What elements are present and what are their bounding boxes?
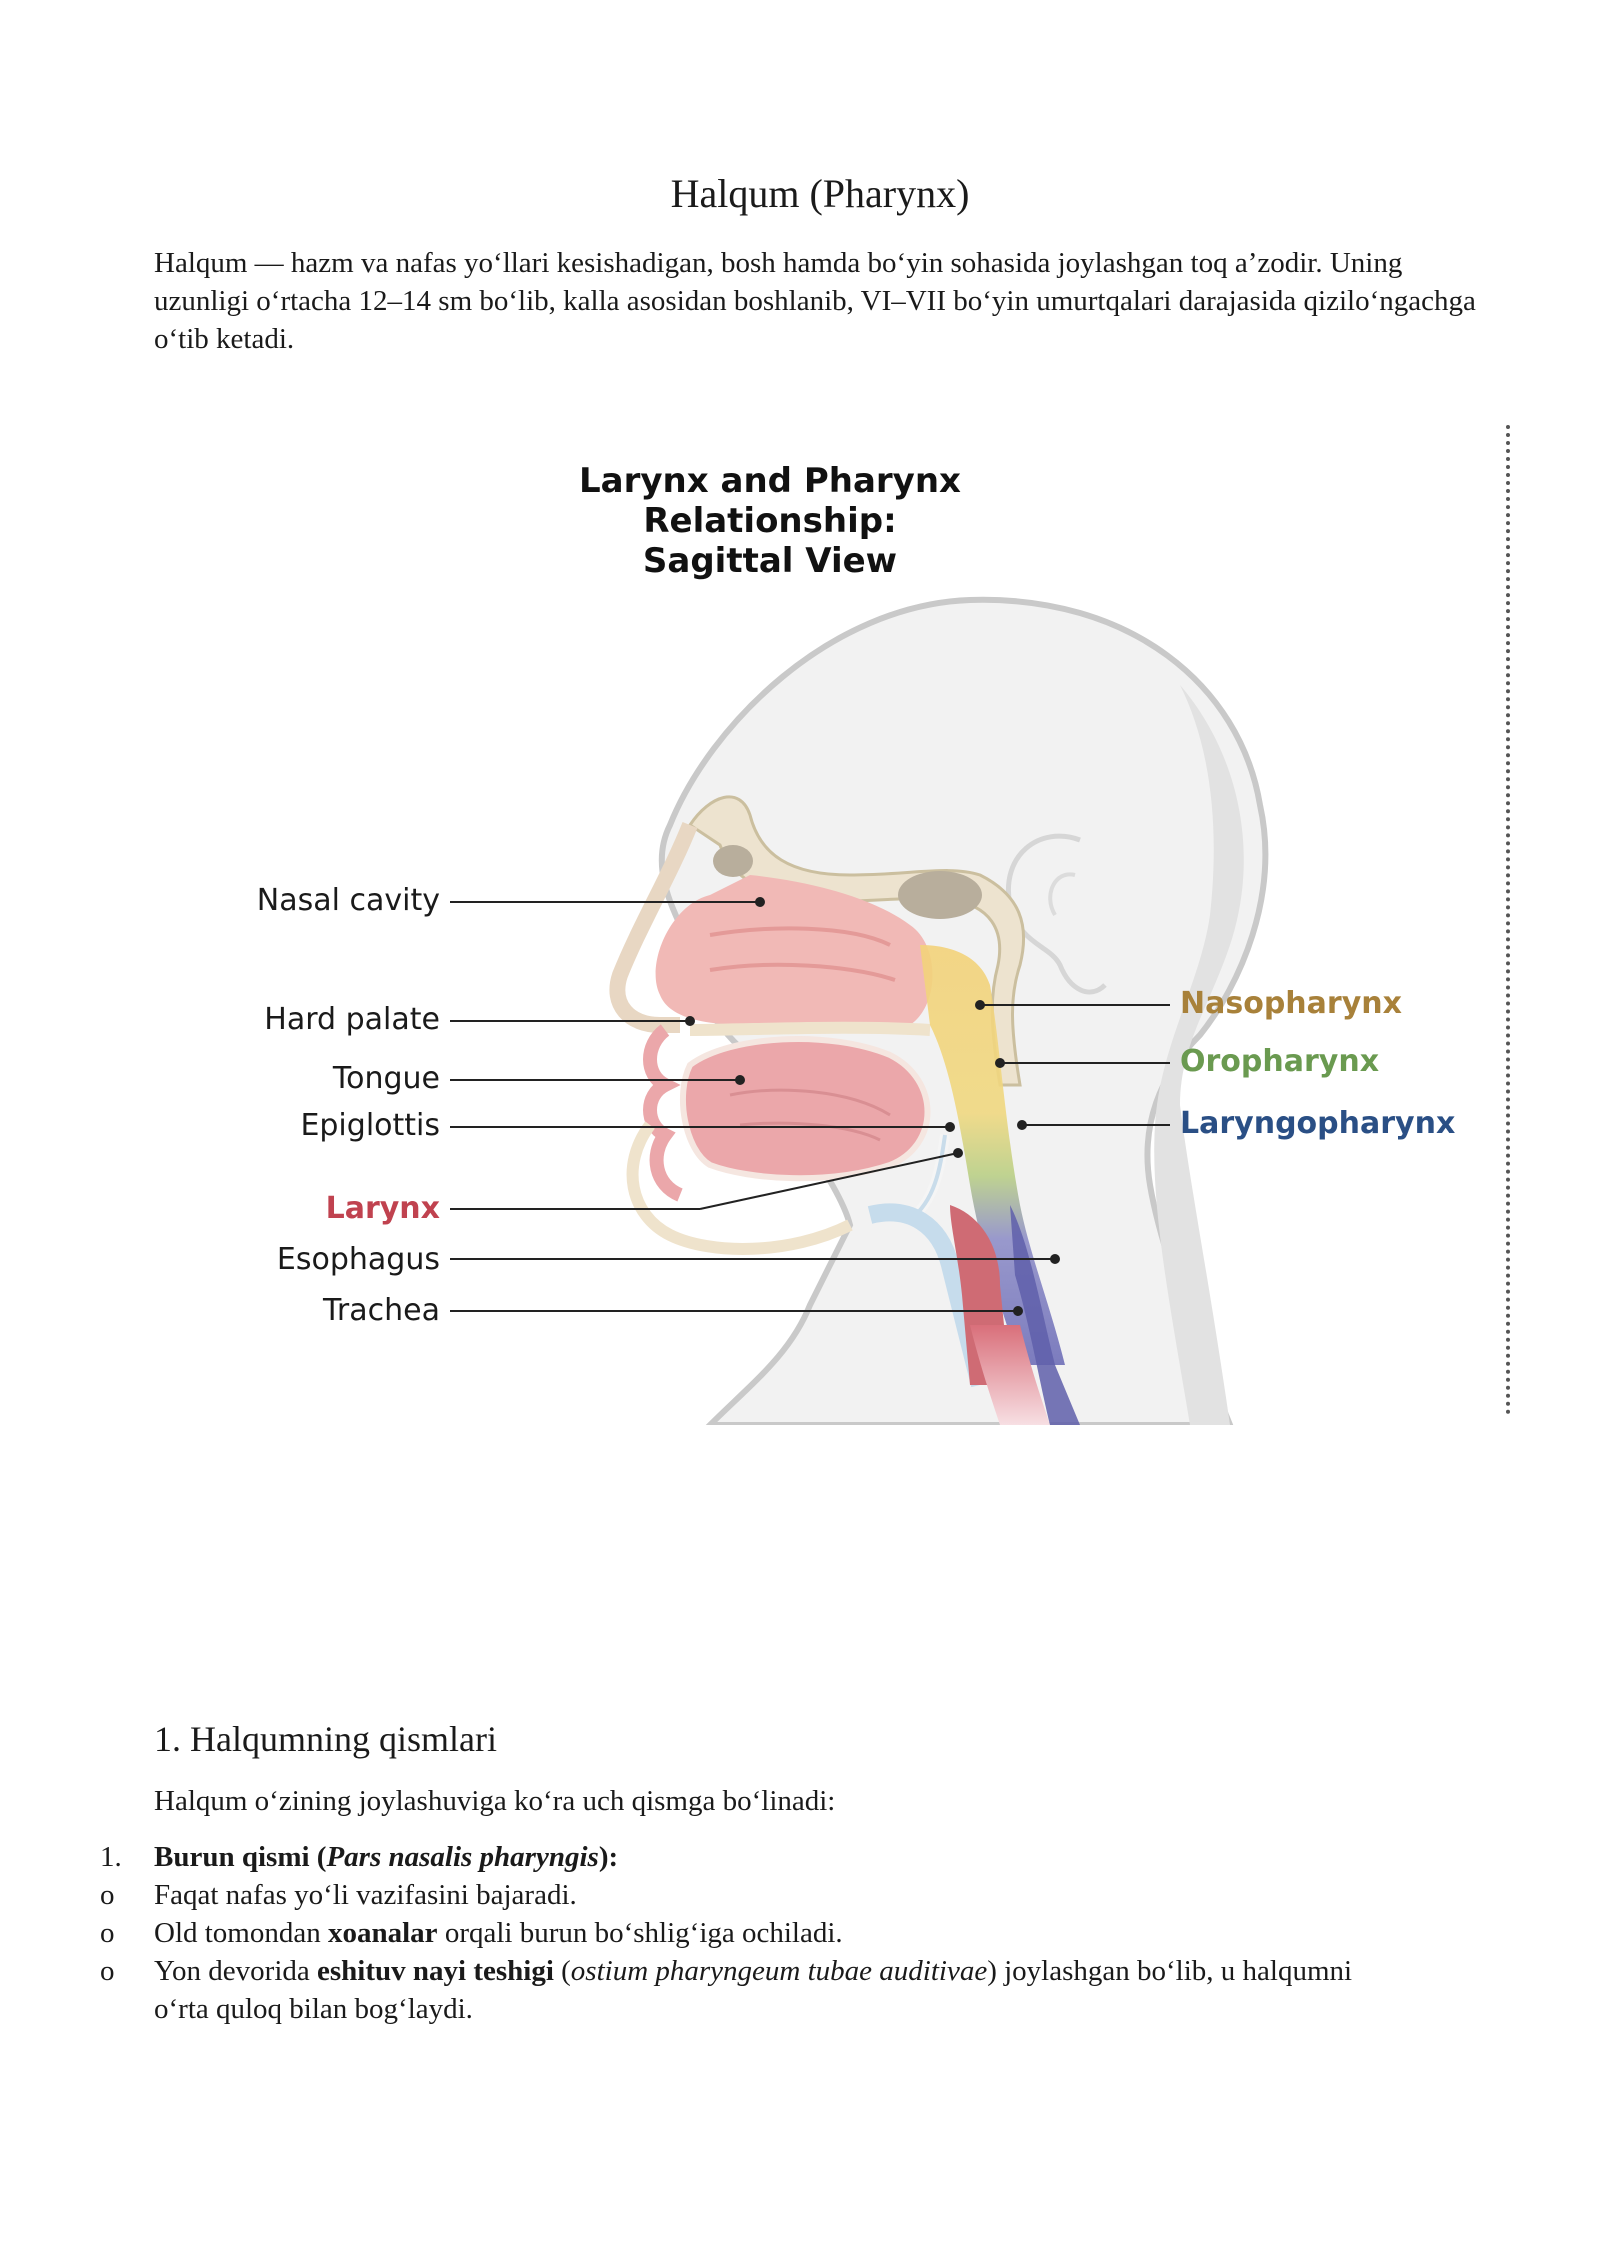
label-trachea: Trachea xyxy=(323,1293,440,1328)
figure-border xyxy=(1506,425,1510,1415)
label-nasopharynx: Nasopharynx xyxy=(1180,986,1402,1021)
list-item: 1. Burun qismi (Pars nasalis pharyngis): xyxy=(100,1838,1400,1876)
bullet-text: orqali burun bo‘shlig‘iga ochiladi. xyxy=(437,1917,843,1949)
right-leader-lines xyxy=(975,1000,1170,1130)
bullet-text: Old tomondan xyxy=(154,1917,328,1949)
ear xyxy=(1006,833,1107,995)
label-hard-palate: Hard palate xyxy=(264,1002,440,1037)
anatomy-figure: Larynx and Pharynx Relationship: Sagitta… xyxy=(150,425,1510,1425)
left-leader-lines xyxy=(450,897,1060,1316)
item-title: Burun qismi ( xyxy=(154,1841,327,1873)
figure-title: Larynx and Pharynx Relationship: Sagitta… xyxy=(450,461,1090,581)
sphenoid-sinus xyxy=(898,871,982,919)
label-laryngopharynx: Laryngopharynx xyxy=(1180,1106,1456,1141)
section-intro: Halqum o‘zining joylashuviga ko‘ra uch q… xyxy=(154,1785,836,1817)
bullet-bold-term: xoanalar xyxy=(328,1917,438,1949)
label-larynx: Larynx xyxy=(325,1191,440,1226)
lips xyxy=(643,1024,684,1202)
parts-list: 1. Burun qismi (Pars nasalis pharyngis):… xyxy=(100,1838,1400,2028)
figure-title-line1: Larynx and Pharynx Relationship: xyxy=(579,461,961,541)
nasal-cavity-region xyxy=(655,875,933,1030)
chin xyxy=(626,1121,853,1255)
bullet-marker: o xyxy=(100,1917,115,1949)
sagittal-head-illustration xyxy=(450,596,1269,1425)
list-number: 1. xyxy=(100,1841,122,1873)
document-title: Halqum (Pharynx) xyxy=(670,171,970,216)
bullet-latin-term: ostium pharyngeum tubae auditivae xyxy=(570,1955,988,1987)
bullet-bold-term: eshituv nayi teshigi xyxy=(317,1955,554,1987)
item-latin-name: Pars nasalis pharyngis xyxy=(326,1841,599,1873)
item-title-end: ): xyxy=(598,1841,619,1873)
label-tongue: Tongue xyxy=(332,1061,440,1096)
label-esophagus: Esophagus xyxy=(276,1242,440,1277)
label-nasal-cavity: Nasal cavity xyxy=(256,883,440,918)
bullet-marker: o xyxy=(100,1955,115,1987)
label-oropharynx: Oropharynx xyxy=(1180,1044,1380,1079)
label-epiglottis: Epiglottis xyxy=(300,1108,440,1143)
bullet-marker: o xyxy=(100,1879,115,1911)
frontal-sinus xyxy=(713,845,753,877)
skull-base xyxy=(687,795,1026,1087)
list-item: o Faqat nafas yo‘li vazifasini bajaradi. xyxy=(100,1876,1400,1914)
intro-paragraph: Halqum — hazm va nafas yo‘llari kesishad… xyxy=(154,247,1476,355)
head-shading xyxy=(1154,685,1244,1425)
figure-title-line2: Sagittal View xyxy=(642,541,898,581)
bullet-text: Faqat nafas yo‘li vazifasini bajaradi. xyxy=(154,1879,577,1911)
hard-palate xyxy=(689,1021,931,1036)
trachea-region xyxy=(970,1325,1050,1425)
bullet-text: ) joylashgan bo‘lib, u halqumni o‘rta qu… xyxy=(154,1955,1353,2025)
tongue xyxy=(680,1036,931,1182)
section-heading: 1. Halqumning qismlari xyxy=(154,1719,497,1759)
list-item: o Old tomondan xoanalar orqali burun bo‘… xyxy=(100,1914,1400,1952)
bullet-text: ( xyxy=(553,1955,571,1987)
bullet-text: Yon devorida xyxy=(154,1955,317,1987)
list-item: o Yon devorida eshituv nayi teshigi (ost… xyxy=(100,1952,1400,2028)
